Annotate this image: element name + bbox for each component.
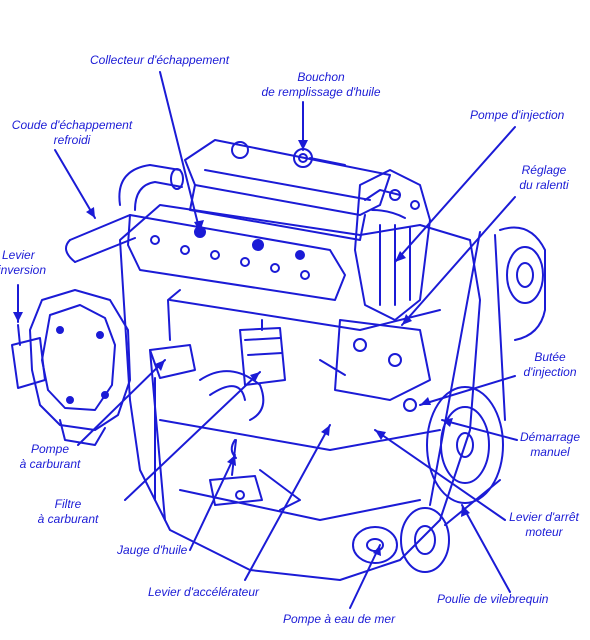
label-butee: Butée d'injection bbox=[515, 350, 585, 380]
label-coude-line1: Coude d'échappement bbox=[11, 118, 133, 132]
arrow-pompe-carburant bbox=[77, 359, 166, 446]
arrow-filtre bbox=[124, 371, 261, 501]
label-pompe-carburant: Pompe à carburant bbox=[10, 442, 90, 472]
arrow-pompe-eau bbox=[349, 544, 381, 609]
label-levier-acc: Levier d'accélérateur bbox=[148, 585, 259, 600]
arrow-reglage bbox=[401, 196, 516, 326]
label-pompe-eau-text: Pompe à eau de mer bbox=[283, 612, 396, 626]
arrow-jauge bbox=[189, 454, 236, 551]
fuel-pump-filter bbox=[149, 289, 286, 501]
arrow-demarrage bbox=[441, 419, 518, 441]
label-demarrage: Démarrage manuel bbox=[515, 430, 585, 460]
arrow-collecteur bbox=[159, 71, 201, 233]
arrow-levier-arret bbox=[374, 429, 506, 521]
label-poulie-text: Poulie de vilebrequin bbox=[437, 592, 549, 606]
engine-block bbox=[119, 204, 481, 581]
label-butee-line1: Butée bbox=[534, 350, 566, 364]
label-pompe-injection-text: Pompe d'injection bbox=[470, 108, 565, 122]
arrow-levier-acc bbox=[244, 424, 331, 581]
arrow-pompe-injection bbox=[394, 126, 516, 263]
arrow-poulie bbox=[461, 504, 511, 593]
arrow-coude bbox=[54, 149, 96, 219]
label-reglage-line2: du ralenti bbox=[519, 178, 569, 192]
label-reglage: Réglage du ralenti bbox=[508, 163, 580, 193]
label-filtre: Filtre à carburant bbox=[28, 497, 108, 527]
label-levier-acc-text: Levier d'accélérateur bbox=[148, 585, 260, 599]
label-coude-line2: refroidi bbox=[53, 133, 91, 147]
label-filtre-line1: Filtre bbox=[54, 497, 82, 511]
label-levier-inversion: Levier inversion bbox=[0, 248, 46, 278]
arrow-butee bbox=[419, 375, 516, 406]
label-filtre-line2: à carburant bbox=[37, 512, 99, 526]
label-collecteur-text: Collecteur d'échappement bbox=[90, 53, 230, 67]
label-levier-inversion-line1: Levier bbox=[2, 248, 35, 262]
label-demarrage-line1: Démarrage bbox=[519, 430, 581, 444]
label-levier-inversion-line2: inversion bbox=[0, 263, 47, 277]
label-bouchon: Bouchon de remplissage d'huile bbox=[256, 70, 386, 100]
label-levier-arret-line2: moteur bbox=[525, 525, 563, 539]
label-jauge-text: Jauge d'huile bbox=[117, 543, 188, 557]
label-bouchon-line2: de remplissage d'huile bbox=[261, 85, 381, 99]
valve-cover bbox=[184, 139, 391, 241]
label-butee-line2: d'injection bbox=[523, 365, 577, 379]
label-levier-arret: Levier d'arrêt moteur bbox=[500, 510, 588, 540]
label-pompe-carburant-line2: à carburant bbox=[19, 457, 81, 471]
label-levier-arret-line1: Levier d'arrêt bbox=[509, 510, 579, 524]
label-pompe-injection: Pompe d'injection bbox=[470, 108, 564, 123]
label-reglage-line1: Réglage bbox=[521, 163, 567, 177]
injection-pump bbox=[319, 169, 431, 412]
label-pompe-eau: Pompe à eau de mer bbox=[283, 612, 395, 627]
label-demarrage-line2: manuel bbox=[530, 445, 570, 459]
gearbox-housing bbox=[11, 289, 131, 446]
label-bouchon-line1: Bouchon bbox=[297, 70, 345, 84]
belt-pulleys bbox=[400, 226, 546, 573]
label-poulie: Poulie de vilebrequin bbox=[437, 592, 548, 607]
label-collecteur: Collecteur d'échappement bbox=[90, 53, 229, 68]
label-jauge: Jauge d'huile bbox=[117, 543, 187, 558]
exhaust-elbow bbox=[65, 164, 184, 263]
label-coude: Coude d'échappement refroidi bbox=[8, 118, 136, 148]
label-pompe-carburant-line1: Pompe bbox=[30, 442, 70, 456]
